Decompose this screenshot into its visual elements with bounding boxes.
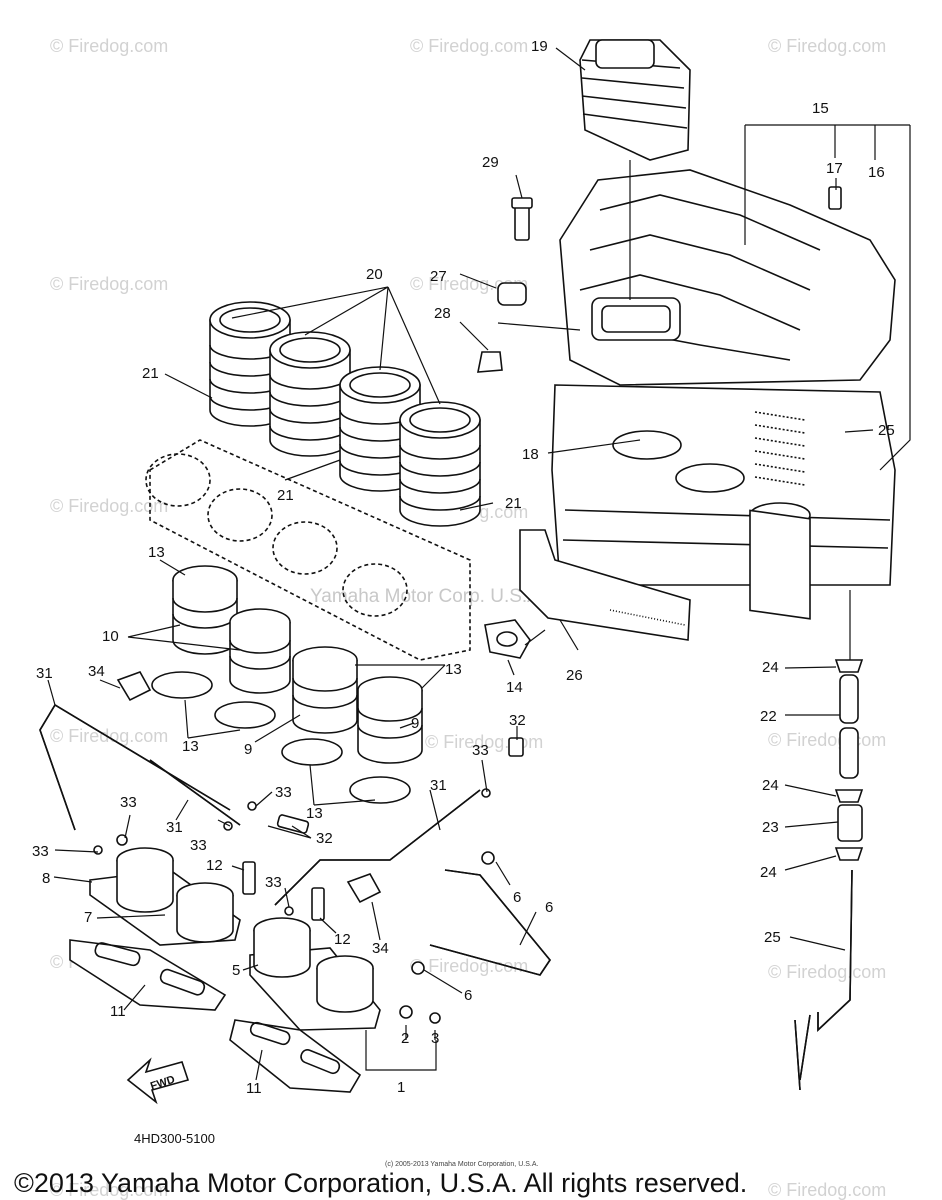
hoses (39, 703, 853, 1091)
part-label-31: 31 (166, 819, 183, 836)
part-label-33: 33 (120, 794, 137, 811)
watermark: © Firedog.com (768, 962, 886, 982)
part-label-9: 9 (244, 741, 252, 758)
part-label-5: 6 (545, 899, 553, 916)
part-label-18: 18 (522, 446, 539, 463)
part-label-13: 13 (445, 661, 462, 678)
part-label-24: 24 (762, 659, 779, 676)
part-label-8: 8 (42, 870, 50, 887)
watermark: © Firedog.com (768, 730, 886, 750)
part-label-9: 9 (411, 715, 419, 732)
carburetor-joints (209, 301, 481, 527)
drawing-number: 4HD300-5100 (134, 1131, 215, 1146)
part-label-26: 25 (878, 422, 895, 439)
part-label-13: 13 (182, 738, 199, 755)
part-label-33: 33 (472, 742, 489, 759)
part-label-22: 22 (760, 708, 777, 725)
part-label-13: 13 (306, 805, 323, 822)
part-label-31: 31 (36, 665, 53, 682)
part-label-34: 34 (372, 940, 389, 957)
part-label-24: 24 (762, 777, 779, 794)
watermark: © Firedog.com (410, 36, 528, 56)
part-label-29: 28 (434, 305, 451, 322)
part-label-25: 25 (764, 929, 781, 946)
forward-arrow: FWD (126, 1057, 190, 1105)
intake-duct (579, 39, 691, 161)
sponge (519, 529, 691, 641)
intake-manifolds (89, 847, 381, 1031)
part-label-17: 17 (826, 160, 843, 177)
part-label-30: 29 (482, 154, 499, 171)
insulators (69, 939, 362, 1093)
small-hardware (93, 186, 842, 1024)
part-label-21: 21 (277, 487, 294, 504)
part-label-21: 21 (505, 495, 522, 512)
part-label-20: 20 (366, 266, 383, 283)
part-label-33: 33 (275, 784, 292, 801)
part-label-11: 11 (246, 1080, 262, 1097)
part-label-19: 19 (531, 38, 548, 55)
watermark: © Firedog.com (50, 726, 168, 746)
part-label-16: 16 (868, 164, 885, 181)
part-label-12: 12 (334, 931, 351, 948)
air-cleaner-case (551, 169, 896, 620)
part-label-10: 10 (102, 628, 119, 645)
part-label-33: 33 (32, 843, 49, 860)
watermark-center: Yamaha Motor Corp. U.S.A. (310, 586, 545, 607)
part-label-6: 6 (513, 889, 521, 906)
part-label-24: 24 (760, 864, 777, 881)
part-label-28: 27 (430, 268, 447, 285)
watermark: © Firedog.com (768, 36, 886, 56)
watermark: © Firedog.com (50, 36, 168, 56)
part-label-14: 14 (506, 679, 523, 696)
watermark: © Firedog.com (768, 1180, 886, 1200)
part-label-4: 5 (232, 962, 240, 979)
part-label-7: 7 (84, 909, 92, 926)
watermark: © Firedog.com (50, 274, 168, 294)
part-label-15: 15 (812, 100, 829, 117)
bands-and-joints (151, 565, 423, 804)
drain-line (834, 590, 864, 861)
part-label-33: 33 (265, 874, 282, 891)
watermark: © Firedog.com (410, 956, 528, 976)
part-label-12: 12 (206, 857, 223, 874)
part-label-6: 6 (464, 987, 472, 1004)
part-label-33: 33 (190, 837, 207, 854)
leader-lines (47, 47, 911, 1081)
part-label-31: 31 (430, 777, 447, 794)
part-label-27: 26 (566, 667, 583, 684)
watermark: © Firedog.com (50, 496, 168, 516)
part-label-34: 34 (88, 663, 105, 680)
part-labels: 19 15 29 17 16 20 27 28 21 25 18 21 21 1… (32, 38, 895, 1097)
part-label-13: 13 (148, 544, 165, 561)
part-label-32: 32 (509, 712, 526, 729)
small-copyright: (c) 2005-2013 Yamaha Motor Corporation, … (385, 1161, 538, 1168)
part-label-3: 3 (431, 1030, 439, 1047)
part-label-11: 11 (110, 1003, 126, 1020)
part-label-32: 32 (316, 830, 333, 847)
part-label-23: 23 (762, 819, 779, 836)
footer-copyright: ©2013 Yamaha Motor Corporation, U.S.A. A… (14, 1168, 747, 1198)
gasket (484, 619, 531, 659)
watermark: © Firedog.com (50, 1180, 168, 1200)
carburetor-ghost (145, 439, 471, 661)
part-label-21: 21 (142, 365, 159, 382)
part-label-1: 1 (397, 1079, 405, 1096)
part-label-2: 2 (401, 1030, 409, 1047)
